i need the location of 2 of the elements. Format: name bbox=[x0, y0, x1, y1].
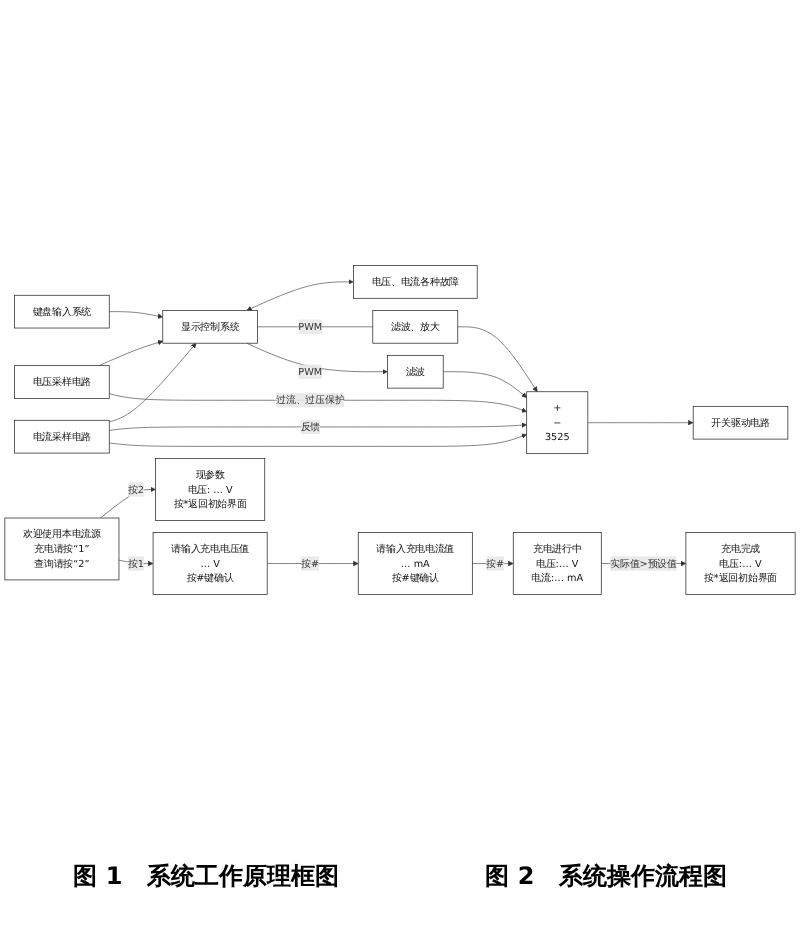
figure-caption: 图 1 系统工作原理框图 bbox=[73, 860, 339, 894]
figure-caption: 图 2 系统操作流程图 bbox=[485, 860, 727, 894]
